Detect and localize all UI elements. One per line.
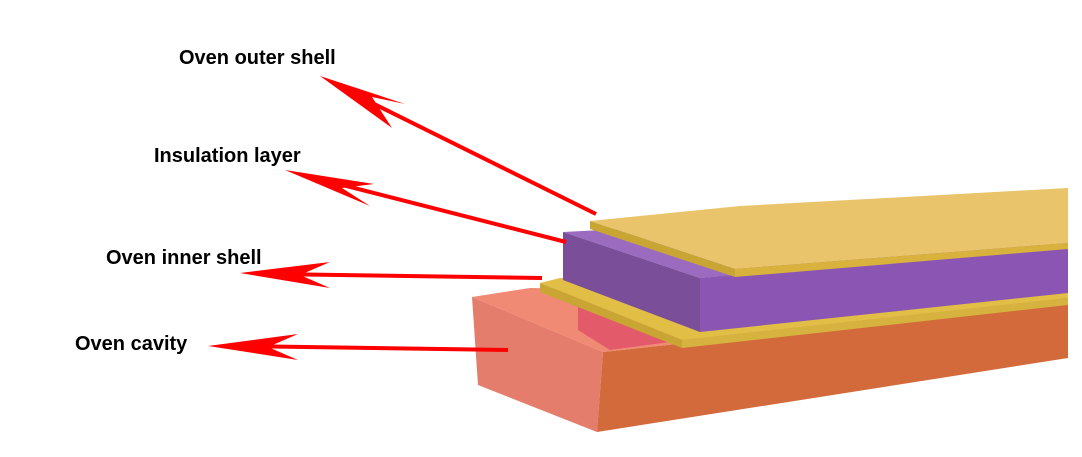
outer-shell-top-face [590,188,1068,269]
label-oven-inner-shell: Oven inner shell [106,247,262,269]
outer-shell-edge [590,221,735,277]
label-oven-outer-shell: Oven outer shell [179,47,336,69]
arrow-outer-shell [320,76,597,216]
outer-shell-side-face [735,243,1068,277]
cavity-front-face [472,297,603,432]
outer-shell-plate [590,188,1068,277]
insulation-side-face [700,247,1068,332]
inner-shell-side-face [682,298,1068,348]
arrow-insulation-layer [285,170,567,244]
arrow-oven-cavity [208,334,509,360]
inner-shell-edge [540,283,682,348]
label-insulation-layer: Insulation layer [154,145,301,167]
label-oven-cavity: Oven cavity [75,333,188,355]
insulation-front-face [563,232,700,332]
arrow-inner-shell [240,262,543,288]
cavity-side-face [597,302,1068,432]
